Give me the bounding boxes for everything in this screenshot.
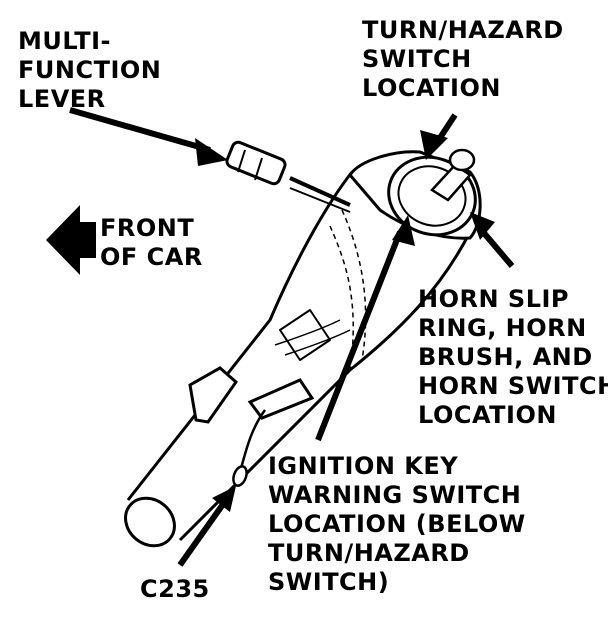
turn-hazard-switch-label: TURN/HAZARD SWITCH LOCATION xyxy=(362,16,564,102)
steering-column-head xyxy=(348,148,482,240)
multi-function-lever xyxy=(225,140,351,213)
front-of-car-arrow xyxy=(46,205,96,275)
ignition-pointer-arrow xyxy=(315,230,403,442)
c235-wire xyxy=(232,409,267,487)
c235-pointer-arrow xyxy=(177,498,229,567)
c235-connector-label: C235 xyxy=(140,575,210,603)
ignition-switch-housing xyxy=(188,366,315,424)
lever-pointer-arrow xyxy=(69,107,211,153)
steering-column-tube xyxy=(124,171,472,548)
multi-function-lever-label: MULTI- FUNCTION LEVER xyxy=(18,27,162,113)
leader-arrows xyxy=(46,107,515,567)
front-of-car-label: FRONT OF CAR xyxy=(100,214,203,271)
ignition-key-label: IGNITION KEY WARNING SWITCH LOCATION (BE… xyxy=(268,452,526,596)
horn-switch-label: HORN SLIP RING, HORN BRUSH, AND HORN SWI… xyxy=(418,285,608,429)
